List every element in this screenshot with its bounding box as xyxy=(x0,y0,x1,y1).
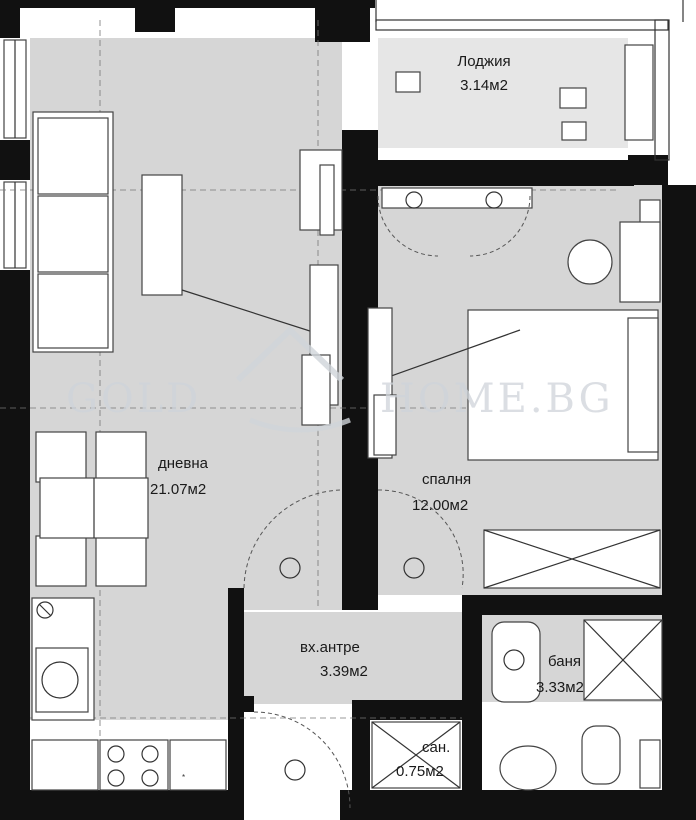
oven-symbol: * xyxy=(182,773,185,782)
loggia-outline xyxy=(375,0,684,161)
living-name: дневна xyxy=(158,455,209,472)
watermark-right: HOME.BG xyxy=(380,376,614,422)
doors xyxy=(243,191,531,809)
living-area: 21.07м2 xyxy=(150,481,206,498)
light-fixture xyxy=(405,191,423,209)
loggia-railing xyxy=(654,19,670,161)
loggia-radiator xyxy=(624,44,654,141)
door-arc-entrance xyxy=(253,711,351,809)
room-labels: Лоджия 3.14м2 дневна 21.07м2 спалня 12.0… xyxy=(150,53,584,780)
sliding-door xyxy=(373,394,397,456)
bath-area: 3.33м2 xyxy=(536,679,584,696)
stove xyxy=(99,739,169,791)
column xyxy=(135,0,175,32)
bedroom-area: 12.00м2 xyxy=(412,497,468,514)
dishwasher-symbol xyxy=(36,601,54,619)
sofa-cushion xyxy=(37,195,109,273)
column xyxy=(315,0,370,42)
entry-area: 3.39м2 xyxy=(320,663,368,680)
window-bath xyxy=(639,739,661,789)
wall-segment xyxy=(378,160,634,186)
light-fixture xyxy=(485,191,503,209)
bedroom-furniture xyxy=(367,187,661,589)
wall-segment xyxy=(662,185,696,820)
sofa-cushion xyxy=(37,273,109,349)
entry-floor xyxy=(240,612,462,704)
sofa-cushion xyxy=(37,117,109,195)
wall-segment xyxy=(0,0,20,38)
wall-segment xyxy=(244,696,254,712)
wall-segment xyxy=(462,595,662,615)
wardrobe-cross xyxy=(483,529,661,589)
burner xyxy=(107,769,125,787)
bed-headboard xyxy=(627,317,659,453)
light-fixture xyxy=(279,557,301,579)
shower-cross xyxy=(583,619,663,701)
chair xyxy=(95,431,147,483)
wall-segment xyxy=(0,0,375,8)
wc-name: сан. xyxy=(422,739,450,756)
light-fixture xyxy=(284,759,306,781)
kitchen: * xyxy=(31,597,227,791)
bathtub-sink xyxy=(491,621,541,703)
sink-bowl xyxy=(41,661,79,699)
bath-name: баня xyxy=(548,653,581,670)
burner xyxy=(141,745,159,763)
burner xyxy=(107,745,125,763)
light-fixture xyxy=(403,557,425,579)
watermark-house-icon xyxy=(235,325,345,383)
chair xyxy=(95,535,147,587)
wall-segment xyxy=(228,588,244,820)
wc-cross xyxy=(371,721,461,789)
ac-unit xyxy=(559,87,587,109)
fridge xyxy=(31,739,99,791)
loggia-name: Лоджия xyxy=(457,53,510,70)
washbasin xyxy=(499,745,557,791)
windows xyxy=(3,39,661,789)
sliding-door xyxy=(301,354,331,426)
drain xyxy=(503,649,525,671)
bedside-unit xyxy=(619,221,661,303)
dishwasher-mark xyxy=(38,603,52,617)
bed xyxy=(467,309,659,461)
chair xyxy=(35,431,87,483)
wc-area: 0.75м2 xyxy=(396,763,444,780)
ac-unit xyxy=(395,71,421,93)
view-line xyxy=(379,329,521,381)
wall-segment xyxy=(462,595,482,820)
washer-symbol xyxy=(561,121,587,141)
toilet xyxy=(581,725,621,785)
wall-segment xyxy=(0,140,30,180)
coffee-table xyxy=(141,174,183,296)
loggia-area: 3.14м2 xyxy=(460,77,508,94)
nightstand xyxy=(567,239,613,285)
wall-segment xyxy=(340,790,696,820)
wall-segment xyxy=(0,790,240,820)
tv xyxy=(319,164,335,236)
radiator-bedroom xyxy=(381,187,533,209)
watermark: GOLD HOME.BG xyxy=(66,325,614,433)
living-furniture xyxy=(32,111,343,587)
entry-name: вх.антре xyxy=(300,639,360,656)
burner xyxy=(141,769,159,787)
door-arc-bedroom xyxy=(377,489,464,589)
chair xyxy=(35,535,87,587)
bedroom-name: спалня xyxy=(422,471,471,488)
watermark-swoosh-icon xyxy=(249,417,351,433)
wall-segment xyxy=(352,700,462,720)
wall-segment xyxy=(0,270,30,820)
kitchen-sink xyxy=(35,647,89,713)
watermark-left: GOLD xyxy=(66,376,201,422)
bath-fixtures xyxy=(371,619,663,791)
loggia-railing xyxy=(375,19,669,31)
oven xyxy=(169,739,227,791)
